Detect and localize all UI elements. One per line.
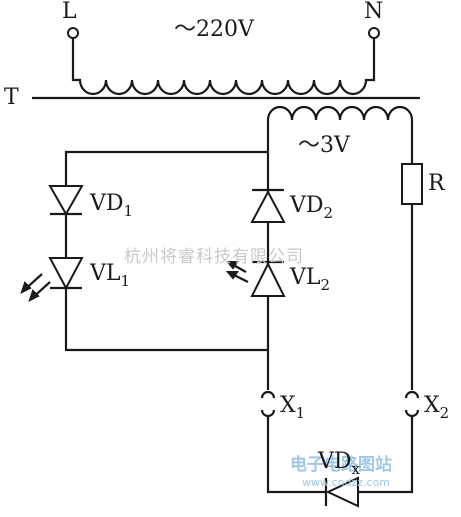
label-vd1: VD1 [89,191,133,220]
label-x2: X2 [424,393,449,422]
label-transformer: T [4,85,19,110]
bottom-right-wire [358,416,414,494]
watermark-site-name: 电子电路图站 [290,454,392,475]
label-resistor: R [428,171,446,196]
label-vd2: VD2 [289,193,333,222]
led-vl2-light-arrows [225,261,249,283]
label-secondary-voltage: ～3V [298,133,351,158]
led-vl1 [48,257,84,291]
terminal-n-circle [368,27,380,39]
label-vl2: VL2 [289,265,330,294]
left-loop-wire [64,150,268,352]
label-terminal-n: N [364,0,383,24]
label-vdx: VDx [317,449,361,478]
led-vl1-light-arrows [20,273,51,302]
clip-x1 [260,390,276,418]
diode-vd2 [250,188,286,223]
label-primary-voltage: ～220V [174,17,255,42]
terminal-l-circle [67,27,79,39]
clip-x2 [404,390,420,418]
watermark-company: 杭州将睿科技有限公司 [124,247,304,267]
bottom-left-wire [266,416,326,494]
watermark-site-url: www.cndzz.com [302,476,390,489]
resistor-r [401,163,423,205]
primary-coil [71,38,376,96]
label-x1: X1 [280,393,305,422]
diode-vdx [324,476,359,508]
label-terminal-l: L [62,0,77,24]
diode-vd1 [48,185,84,217]
led-vl2 [250,260,286,297]
secondary-coil [266,105,414,145]
primary-winding [67,27,380,96]
label-vl1: VL1 [89,261,130,290]
